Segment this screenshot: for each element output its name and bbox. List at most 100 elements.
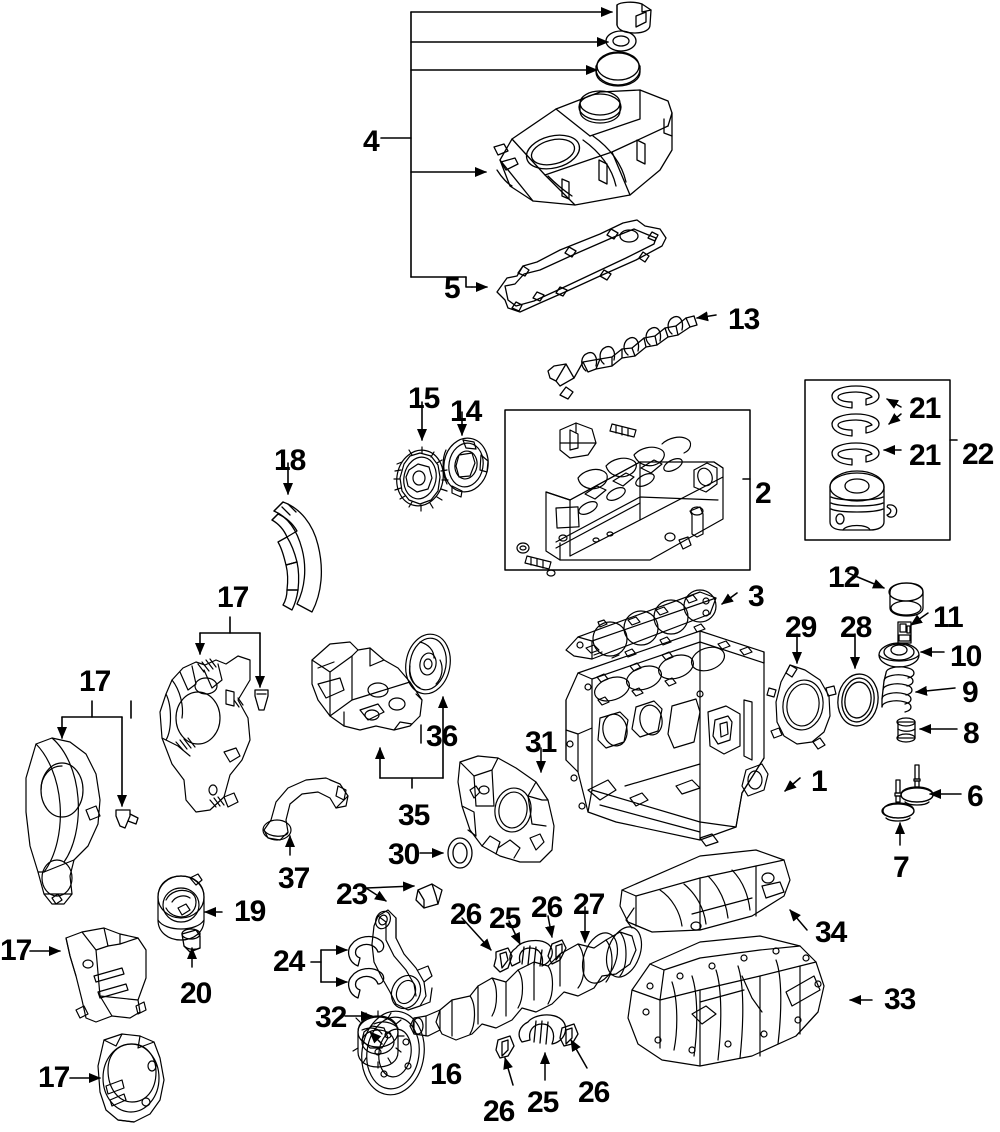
callout-label-2: 2 [755, 477, 772, 510]
part-thrust-washer-a [493, 947, 513, 973]
part-timing-cover-lower [65, 927, 147, 1023]
callout-label-19: 19 [234, 895, 266, 928]
callout-line-21a [886, 398, 902, 409]
part-thrust-washer-c [495, 1035, 515, 1059]
callout-label-32: 32 [315, 1001, 347, 1034]
part-oil-pump-seal [447, 837, 473, 869]
callout-label-22: 22 [962, 438, 994, 471]
part-oil-cap-seal [605, 30, 637, 52]
callout-line-12 [847, 572, 885, 589]
callout-label-5: 5 [444, 272, 461, 305]
callout-label-20: 20 [180, 977, 212, 1010]
part-cover-bolt-a [254, 689, 269, 711]
part-timing-cover-rear [97, 1033, 165, 1123]
callout-label-16: 16 [430, 1058, 462, 1091]
part-valve-keeper [897, 621, 912, 644]
callout-label-28: 28 [840, 611, 872, 644]
callout-label-29: 29 [785, 611, 817, 644]
callout-label-15: 15 [408, 382, 440, 415]
callout-label-31: 31 [525, 726, 557, 759]
callout-label-1: 1 [811, 765, 828, 798]
callout-label-7: 7 [893, 851, 910, 884]
callout-line-1 [784, 777, 801, 792]
callout-line-13 [696, 311, 717, 322]
callout-label-8: 8 [963, 717, 980, 750]
callout-label-17d: 17 [38, 1061, 70, 1094]
callout-line-34 [789, 909, 808, 931]
part-valve-spring [881, 666, 915, 713]
callout-bracket-17-outer [57, 700, 127, 807]
part-rear-main-seal-housing [766, 664, 837, 750]
part-main-bearing-lower [518, 1014, 567, 1045]
part-valve-spring-retainer [878, 642, 920, 668]
callout-label-26c: 26 [483, 1095, 515, 1128]
callout-label-26a: 26 [450, 898, 482, 931]
callout-line-26d [570, 1039, 588, 1069]
callout-bracket-4 [380, 7, 613, 278]
part-crankshaft [409, 926, 643, 1041]
callout-label-33: 33 [884, 983, 916, 1016]
part-thrust-washer-d [559, 1023, 579, 1047]
part-oil-pump-assembly [311, 641, 423, 731]
callout-bracket-17-upper [195, 616, 265, 688]
callout-label-11: 11 [933, 601, 964, 634]
box-piston-assembly [804, 379, 951, 541]
callout-label-21b: 21 [909, 439, 941, 472]
box-cylinder-head [504, 409, 751, 571]
callout-line-26b [545, 915, 555, 938]
part-head-gasket [565, 589, 717, 660]
callout-label-35: 35 [398, 799, 430, 832]
part-valve-lifter [888, 582, 924, 617]
part-cover-bolt-b [115, 809, 139, 829]
callout-label-3: 3 [748, 580, 765, 613]
callout-label-21a: 21 [909, 392, 941, 425]
callout-bracket-35 [375, 696, 448, 789]
part-oil-pump-drive-gear [405, 633, 451, 695]
part-connecting-rod-cap-bolt [415, 883, 443, 909]
callout-bracket-24 [310, 945, 348, 987]
callout-label-9: 9 [962, 676, 979, 709]
part-belt-tensioner-pulley [157, 873, 205, 941]
callout-label-10: 10 [950, 640, 982, 673]
part-piston [829, 470, 898, 531]
part-thrust-washer-b [547, 939, 567, 965]
part-crankshaft-sprocket [352, 1010, 405, 1069]
callout-label-17a: 17 [217, 581, 249, 614]
callout-label-12: 12 [828, 561, 860, 594]
part-timing-cover-outer [25, 737, 101, 905]
callout-line-26c [503, 1057, 514, 1086]
callout-label-17b: 17 [79, 665, 111, 698]
callout-label-17c: 17 [0, 934, 32, 967]
callout-label-34: 34 [815, 916, 847, 949]
callout-label-26b: 26 [531, 891, 563, 924]
part-intake-valve [881, 779, 915, 822]
part-valve-cover-gasket [496, 219, 667, 313]
part-valve-spring-seat [896, 717, 916, 743]
part-front-timing-cover [457, 755, 555, 863]
callout-label-13: 13 [728, 303, 760, 336]
part-camshaft [547, 315, 698, 400]
callout-line-25a [508, 920, 521, 945]
callout-label-23: 23 [336, 878, 368, 911]
part-valve-cover [493, 89, 673, 206]
callout-line-26a [461, 917, 492, 951]
part-oil-pickup-tube [262, 777, 349, 841]
callout-line-9 [915, 685, 956, 696]
part-cylinder-head [516, 422, 724, 577]
callout-label-6: 6 [967, 780, 984, 813]
callout-label-14: 14 [450, 395, 482, 428]
part-connecting-rod [371, 909, 433, 1011]
part-camshaft-phaser [442, 437, 489, 498]
callout-label-25a: 25 [489, 902, 521, 935]
callout-label-27: 27 [573, 888, 605, 921]
callout-label-37: 37 [278, 862, 310, 895]
callout-label-30: 30 [388, 838, 420, 871]
callout-line-3 [721, 592, 738, 605]
part-crankshaft-rear-seal [837, 673, 879, 727]
callout-label-18: 18 [274, 444, 306, 477]
part-oil-pan-baffle [619, 849, 791, 933]
part-camshaft-sprocket [393, 446, 449, 512]
part-engine-block [565, 630, 769, 847]
